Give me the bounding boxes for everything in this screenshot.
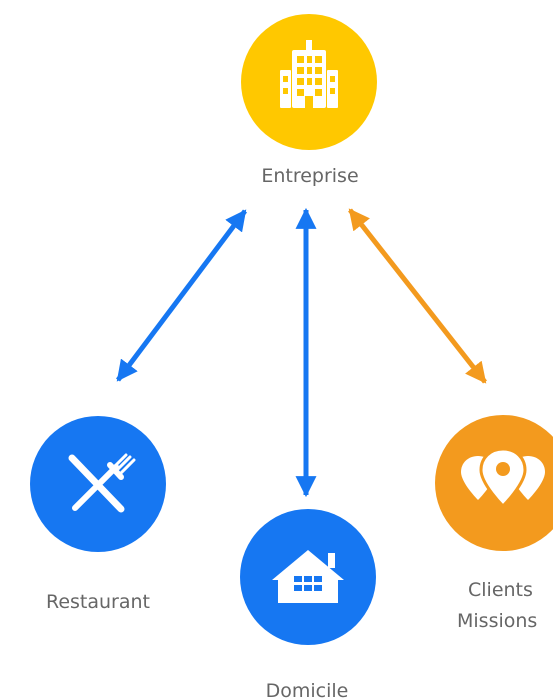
house-icon [272, 550, 344, 603]
node-label-clients: Clients [468, 579, 533, 601]
node-label-restaurant: Restaurant [46, 591, 150, 613]
arrow-entreprise-restaurant [116, 209, 247, 382]
fork-knife-icon [68, 453, 136, 513]
node-label-entreprise: Entreprise [261, 165, 358, 187]
node-label-domicile: Domicile [266, 680, 349, 699]
location-pins-icon [461, 447, 545, 509]
office-building-icon [280, 40, 338, 108]
node-restaurant: Restaurant [30, 416, 166, 613]
arrow-entreprise-clients [348, 208, 487, 384]
node-clients-missions: Clients Missions [435, 415, 553, 632]
node-entreprise: Entreprise [241, 14, 377, 187]
node-domicile: Domicile [240, 509, 376, 699]
node-label-missions: Missions [457, 610, 537, 632]
